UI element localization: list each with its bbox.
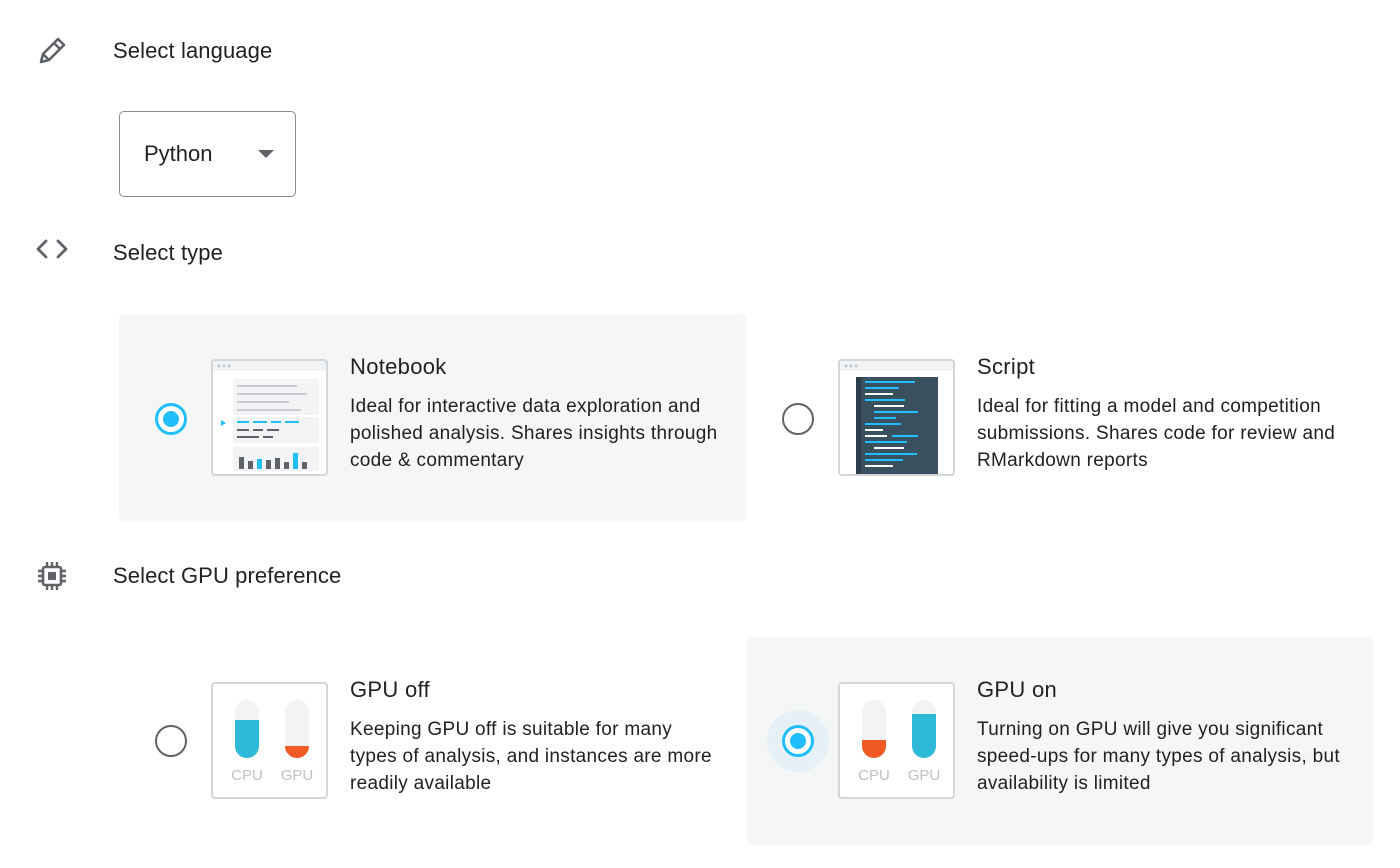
gpu-on-radio[interactable] bbox=[782, 725, 814, 757]
language-heading: Select language bbox=[113, 38, 273, 63]
cpu-label: CPU bbox=[858, 767, 890, 784]
gpu-on-thumbnail: CPU GPU bbox=[838, 682, 955, 799]
chip-icon bbox=[32, 556, 72, 596]
gpu-off-radio[interactable] bbox=[155, 725, 187, 757]
pencil-icon bbox=[32, 31, 72, 71]
script-description: Ideal for fitting a model and competitio… bbox=[977, 396, 1336, 471]
script-title: Script bbox=[977, 354, 1036, 379]
type-heading: Select type bbox=[113, 240, 223, 265]
language-select[interactable]: Python bbox=[119, 111, 296, 197]
gpu-off-description: Keeping GPU off is suitable for many typ… bbox=[350, 719, 712, 794]
notebook-radio[interactable] bbox=[155, 403, 187, 435]
gpu-off-title: GPU off bbox=[350, 677, 430, 702]
script-thumbnail bbox=[838, 359, 955, 476]
gpu-heading: Select GPU preference bbox=[113, 563, 342, 588]
gpu-off-option-card[interactable]: CPU GPU GPU off Keeping GPU off is suita… bbox=[119, 637, 746, 845]
gpu-label: GPU bbox=[908, 767, 941, 784]
notebook-option-card[interactable]: Notebook Ideal for interactive data expl… bbox=[119, 314, 746, 522]
gpu-on-option-card[interactable]: CPU GPU GPU on Turning on GPU will give … bbox=[746, 637, 1373, 845]
language-select-value: Python bbox=[144, 141, 213, 166]
script-option-card[interactable]: Script Ideal for fitting a model and com… bbox=[746, 314, 1373, 522]
gpu-on-title: GPU on bbox=[977, 677, 1058, 702]
notebook-title: Notebook bbox=[350, 354, 447, 379]
gpu-label: GPU bbox=[281, 767, 314, 784]
code-icon bbox=[32, 229, 72, 269]
notebook-thumbnail bbox=[211, 359, 328, 476]
gpu-on-description: Turning on GPU will give you significant… bbox=[977, 719, 1340, 794]
notebook-description: Ideal for interactive data exploration a… bbox=[350, 396, 718, 471]
script-radio[interactable] bbox=[782, 403, 814, 435]
gpu-off-thumbnail: CPU GPU bbox=[211, 682, 328, 799]
caret-down-icon bbox=[258, 150, 274, 158]
cpu-label: CPU bbox=[231, 767, 263, 784]
